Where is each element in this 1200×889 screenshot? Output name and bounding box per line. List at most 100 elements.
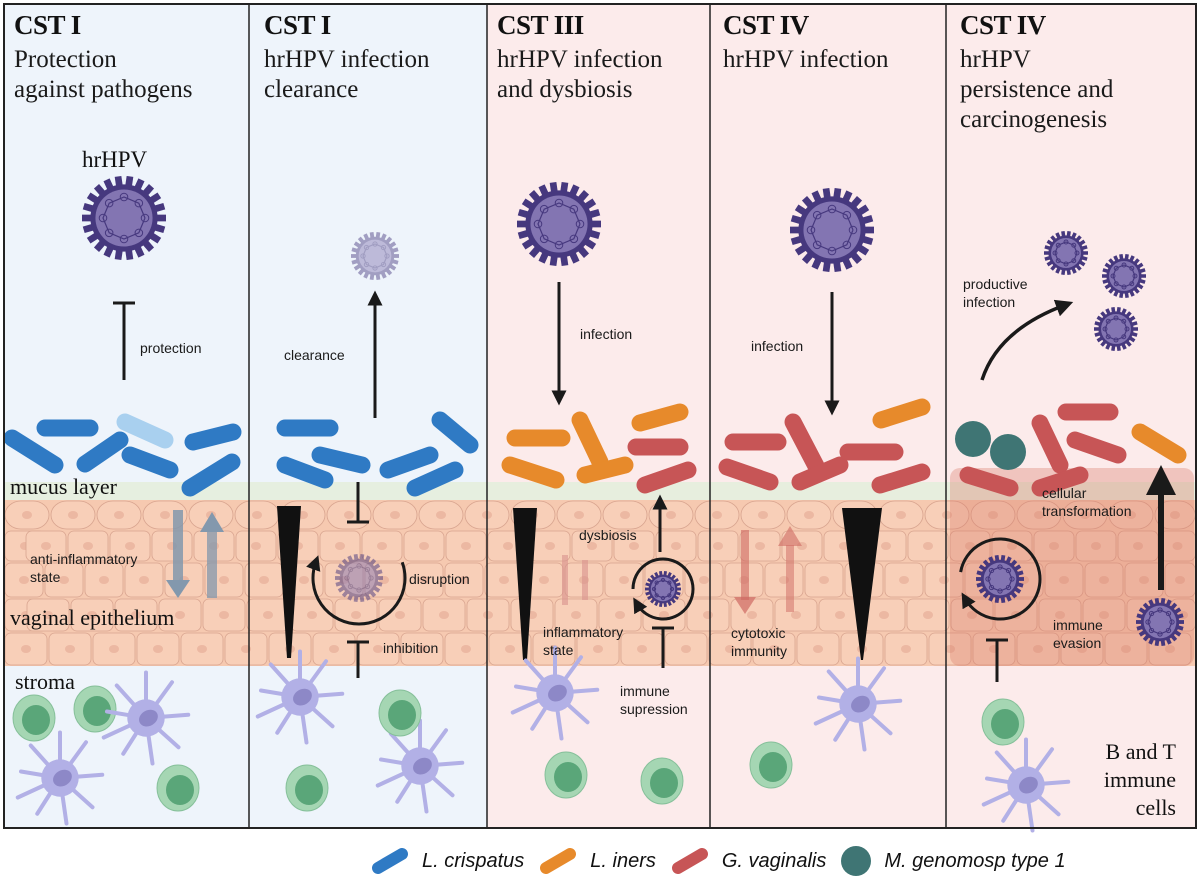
cell-nucleus [896, 511, 906, 519]
cell-nucleus [377, 542, 387, 550]
cell-nucleus [87, 611, 97, 619]
panel-2-subtitle: hrHPV infection clearance [264, 45, 430, 105]
virus-genome-node [651, 586, 657, 592]
cell-nucleus [459, 576, 469, 584]
virus-spike [982, 559, 990, 567]
cell-nucleus [659, 611, 669, 619]
virus-spike [671, 574, 676, 580]
cell-nucleus [835, 611, 845, 619]
virus-genome-node [1157, 631, 1163, 637]
virus-spike [1006, 556, 1012, 563]
virus-spike [1154, 597, 1160, 604]
legend-label: G. vaginalis [721, 849, 827, 872]
virus-genome-node [667, 580, 672, 585]
immune-evasion-loop-arrow [959, 537, 1042, 621]
virus-genome [537, 202, 581, 246]
cell-nucleus [755, 542, 765, 550]
cell-nucleus [499, 576, 509, 584]
cell-nucleus [593, 645, 603, 653]
virus-genome-node [1063, 239, 1069, 245]
virus-spike [560, 255, 569, 267]
virus-spike [647, 578, 652, 583]
hrhpv-virus-icon [517, 181, 601, 267]
virus-spike [341, 558, 349, 566]
virus-genome-node [997, 588, 1003, 594]
virus-genome [653, 579, 673, 599]
virus-genome-node [806, 225, 816, 235]
cell-nucleus [1059, 576, 1069, 584]
virus-spike [988, 595, 994, 602]
virus-spike [994, 597, 1000, 604]
virus-genome-node [356, 563, 362, 569]
annotation-line: cellular [1042, 485, 1087, 501]
virus-spike [353, 596, 359, 603]
cell-nucleus [1091, 542, 1101, 550]
immune-evasion-label: immune evasion [1053, 616, 1103, 652]
annotation-line: cytotoxic [731, 625, 786, 641]
legend: L. crispatus L. iners G. vaginalis M. ge… [370, 846, 1080, 876]
panel-2-subtitle-line: clearance [264, 76, 359, 103]
virus-spike [86, 192, 99, 204]
virus-spike [994, 554, 1000, 561]
cell-nucleus [19, 576, 29, 584]
virus-genome-node [119, 234, 129, 244]
virus-genome-node [1113, 337, 1119, 343]
virus-spike [1111, 306, 1116, 313]
cell-nucleus [395, 611, 405, 619]
virus-genome-node [842, 240, 852, 250]
virus-spike [82, 202, 94, 212]
virus-spike [134, 246, 145, 258]
panel-5-title: CST IV [960, 10, 1046, 40]
virus-spike [528, 190, 541, 202]
virus-spike [337, 563, 345, 570]
disruption-loop-arrow [306, 555, 407, 626]
cell-nucleus [344, 511, 354, 519]
virus-spike [667, 572, 672, 577]
virus-genome-node [347, 566, 354, 573]
virus-spike [1079, 260, 1086, 267]
virus-spike [1148, 638, 1154, 645]
cell-nucleus [417, 645, 427, 653]
cell-nucleus [419, 542, 429, 550]
virus-spike [335, 569, 342, 575]
virus-spike [1081, 256, 1088, 261]
virus-spike [1046, 260, 1053, 267]
virus-genome-node [372, 241, 378, 247]
g-vaginalis-rod [1031, 414, 1069, 474]
l-iners-rod [571, 411, 609, 471]
cell-nucleus [942, 511, 952, 519]
virus-spike [671, 598, 676, 604]
g-vaginalis-rod [784, 413, 825, 475]
virus-spike [1102, 279, 1109, 284]
virus-spike [1116, 306, 1121, 313]
virus-genome-node [1009, 576, 1015, 582]
virus-spike [1124, 253, 1129, 260]
cell-nucleus [68, 511, 78, 519]
cell-nucleus [1099, 611, 1109, 619]
l-crispatus-rod [181, 453, 241, 497]
virus-spike [149, 232, 162, 244]
virus-genome-node [347, 583, 354, 590]
virus-spike [392, 247, 399, 253]
virus-genome [102, 196, 146, 240]
virus-genome-node [654, 593, 659, 598]
virus-spike [1044, 256, 1051, 261]
virus-genome-node [1063, 261, 1069, 267]
virus-spike [1131, 321, 1138, 326]
cell-nucleus [1099, 576, 1109, 584]
virus-genome-node [669, 586, 675, 592]
g-vaginalis-rod [791, 456, 849, 491]
virus-spike [1017, 570, 1024, 576]
cell-nucleus [629, 542, 639, 550]
cell-nucleus [197, 645, 207, 653]
virus-spike [674, 578, 679, 583]
virus-genome-node [1124, 326, 1130, 332]
cell-nucleus [615, 611, 625, 619]
lymphocyte-icon [156, 764, 200, 812]
figure-border [3, 3, 1197, 829]
lymphocyte-icon [12, 694, 56, 742]
virus-spike [1017, 582, 1024, 588]
annotation-line: infection [963, 294, 1016, 310]
annotation-line: state [543, 642, 574, 658]
virus-spike [1125, 340, 1132, 347]
